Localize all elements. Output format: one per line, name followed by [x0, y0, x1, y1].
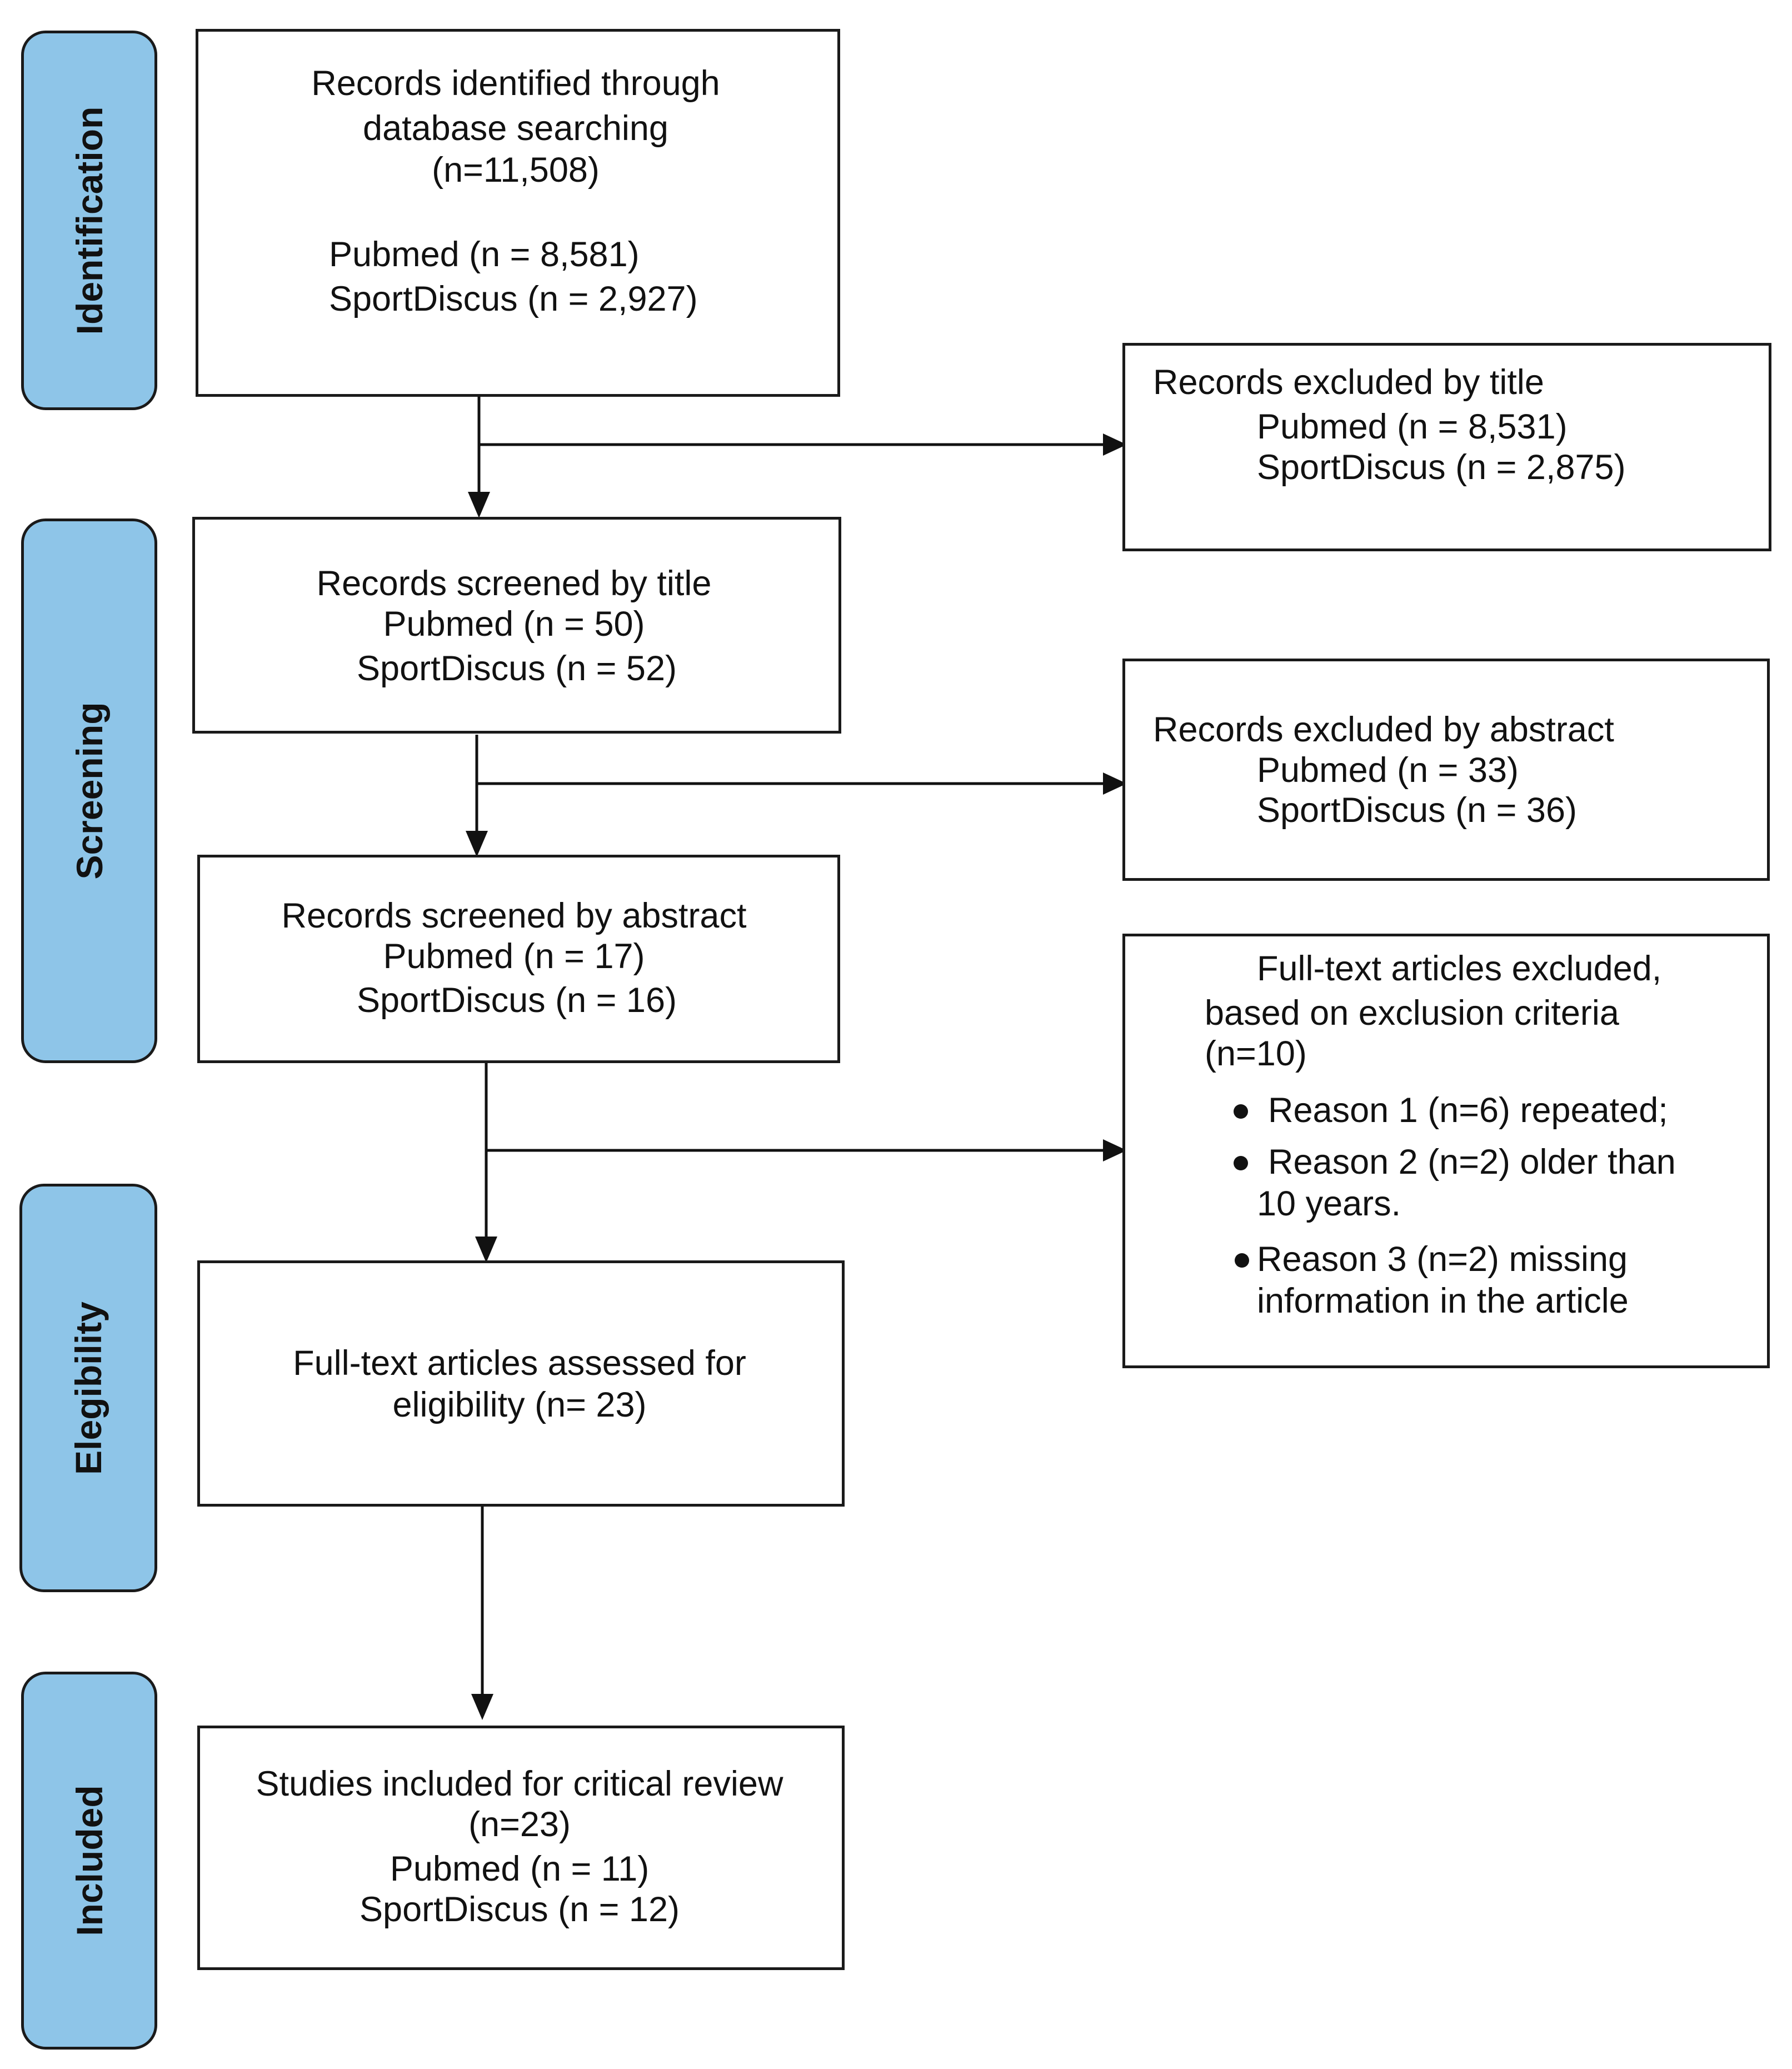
excluded-title-sportdiscus: SportDiscus (n = 2,875) — [1257, 448, 1626, 487]
arrowhead — [471, 1694, 493, 1720]
identified-line3: (n=11,508) — [432, 151, 600, 190]
reason-2-line1: Reason 2 (n=2) older than — [1268, 1143, 1676, 1181]
box-fulltext-assessed — [197, 1260, 845, 1507]
bullet-icon — [1234, 1156, 1248, 1170]
arrowhead — [1103, 772, 1127, 795]
box-studies-included — [197, 1726, 845, 1970]
reason-1: Reason 1 (n=6) repeated; — [1268, 1091, 1668, 1130]
box-excluded-by-abstract — [1122, 659, 1770, 881]
identified-sportdiscus: SportDiscus (n = 2,927) — [329, 280, 698, 318]
screened-title-sportdiscus: SportDiscus (n = 52) — [357, 649, 677, 688]
fulltext-excluded-line1: Full-text articles excluded, — [1257, 949, 1662, 988]
identified-line1: Records identified through — [311, 64, 720, 103]
stage-label-text: Elegibility — [68, 1301, 109, 1475]
identified-pubmed: Pubmed (n = 8,581) — [329, 235, 640, 274]
screened-abstract-pubmed: Pubmed (n = 17) — [383, 937, 645, 976]
assessed-line1: Full-text articles assessed for — [293, 1344, 746, 1383]
included-sportdiscus: SportDiscus (n = 12) — [360, 1890, 680, 1929]
excluded-title-pubmed: Pubmed (n = 8,531) — [1257, 407, 1568, 446]
screened-title-heading: Records screened by title — [316, 564, 712, 603]
excluded-title-heading: Records excluded by title — [1153, 363, 1544, 402]
included-line2: (n=23) — [468, 1805, 571, 1844]
stage-label-text: Identification — [68, 106, 110, 335]
stage-label-text: Screening — [68, 702, 110, 880]
box-records-identified — [196, 29, 840, 397]
included-line1: Studies included for critical review — [256, 1764, 783, 1803]
arrowhead — [468, 492, 490, 518]
arrowhead — [1103, 1139, 1127, 1161]
box-excluded-by-title — [1122, 343, 1771, 551]
reason-2-line2: 10 years. — [1257, 1184, 1401, 1223]
stage-elegibility: Elegibility — [19, 1184, 157, 1592]
reason-3-line1: Reason 3 (n=2) missing — [1257, 1240, 1628, 1279]
stage-identification: Identification — [21, 31, 157, 410]
stage-label-text: Included — [68, 1785, 110, 1936]
fulltext-excluded-line3: (n=10) — [1205, 1034, 1307, 1073]
included-pubmed: Pubmed (n = 11) — [390, 1849, 650, 1888]
bullet-icon — [1234, 1104, 1248, 1119]
stage-included: Included — [21, 1672, 157, 2050]
arrowhead — [466, 831, 488, 857]
bullet-icon — [1235, 1253, 1249, 1268]
arrowhead — [475, 1237, 497, 1263]
excluded-abstract-pubmed: Pubmed (n = 33) — [1257, 751, 1519, 790]
arrowhead — [1103, 433, 1127, 456]
box-screened-by-abstract — [197, 855, 840, 1063]
identified-line2: database searching — [363, 109, 668, 148]
assessed-line2: eligibility (n= 23) — [392, 1385, 647, 1424]
reason-3-line2: information in the article — [1257, 1282, 1629, 1320]
fulltext-excluded-line2: based on exclusion criteria — [1205, 994, 1619, 1033]
box-screened-by-title — [192, 517, 841, 734]
screened-abstract-heading: Records screened by abstract — [281, 896, 747, 935]
excluded-abstract-sportdiscus: SportDiscus (n = 36) — [1257, 791, 1577, 830]
box-fulltext-excluded — [1122, 934, 1770, 1368]
screened-abstract-sportdiscus: SportDiscus (n = 16) — [357, 981, 677, 1020]
stage-screening: Screening — [21, 519, 157, 1063]
excluded-abstract-heading: Records excluded by abstract — [1153, 710, 1614, 749]
screened-title-pubmed: Pubmed (n = 50) — [383, 605, 645, 644]
